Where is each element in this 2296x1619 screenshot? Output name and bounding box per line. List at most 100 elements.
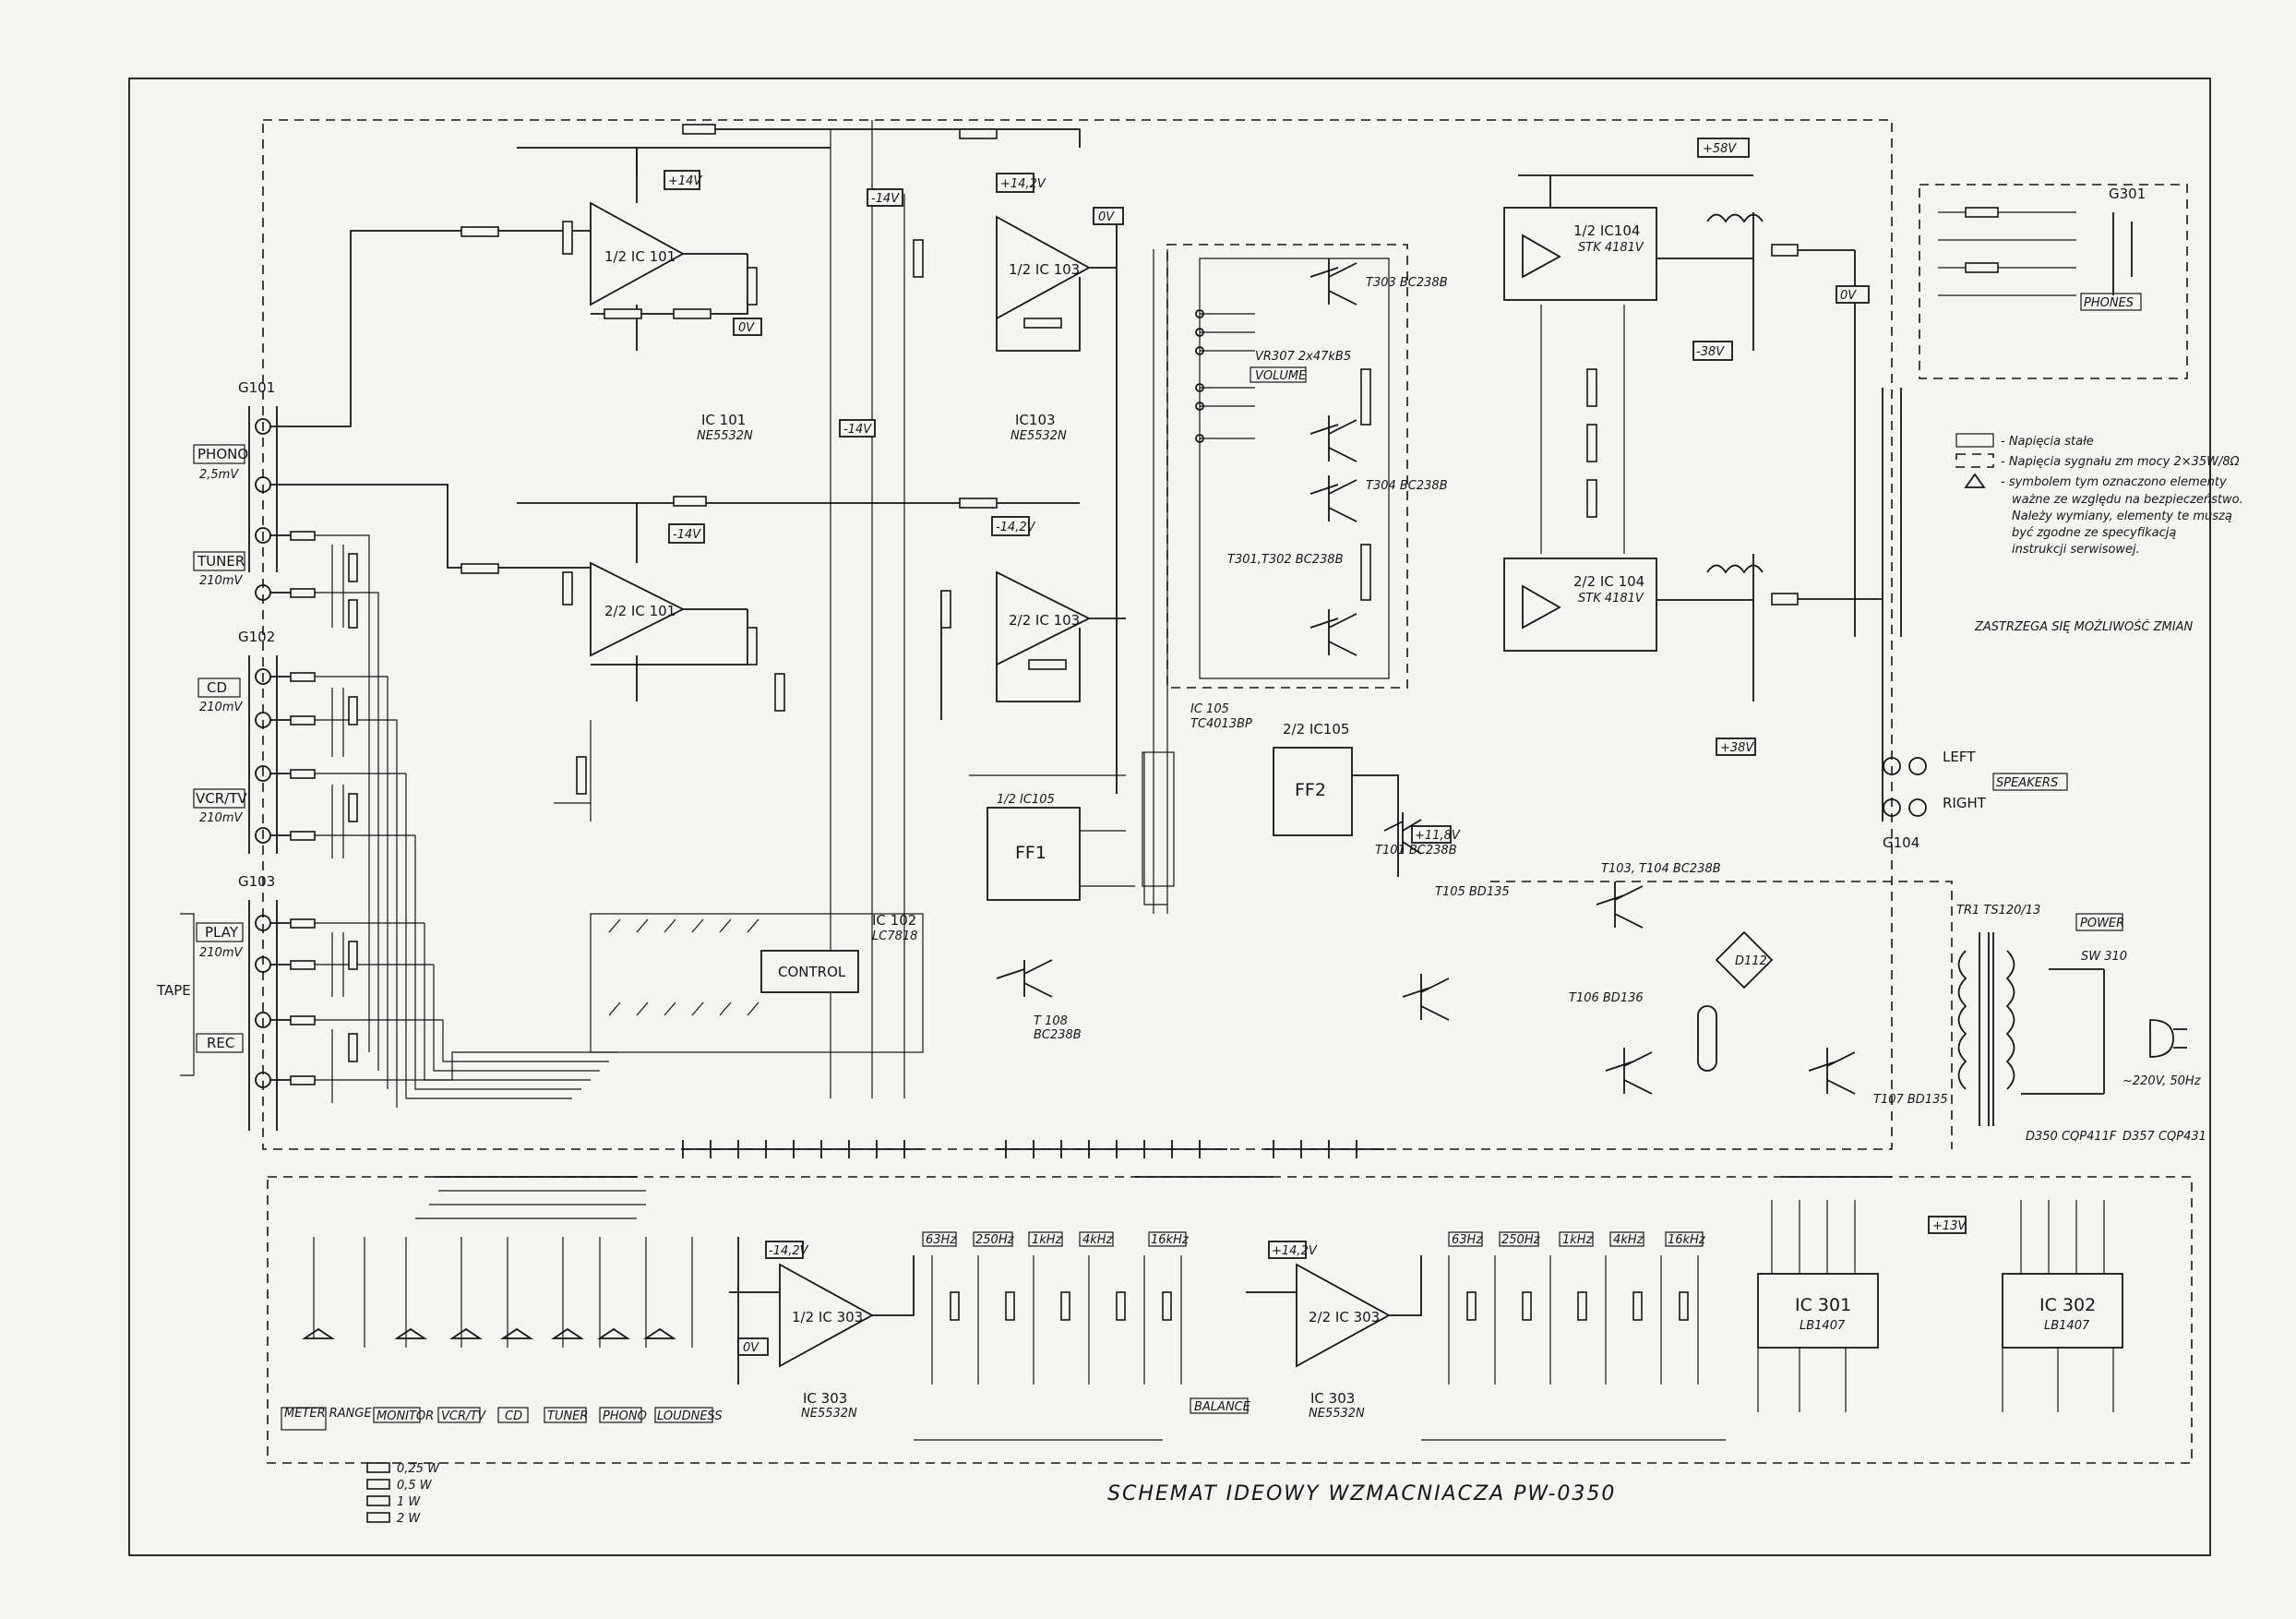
tuner-label: TUNER [197, 553, 245, 570]
svg-text:63Hz: 63Hz [1452, 1233, 1483, 1247]
input-jacks [248, 406, 278, 1131]
svg-text:IC 303: IC 303 [803, 1390, 847, 1407]
play-level: 210mV [199, 946, 243, 960]
svg-text:IC 105: IC 105 [1190, 702, 1229, 716]
svg-text:250Hz: 250Hz [975, 1233, 1015, 1247]
svg-text:T103, T104 BC238B: T103, T104 BC238B [1601, 862, 1721, 876]
svg-text:+58V: +58V [1703, 142, 1737, 156]
svg-text:TUNER: TUNER [547, 1409, 588, 1423]
svg-text:+14V: +14V [668, 174, 702, 188]
svg-text:1/2 IC 101: 1/2 IC 101 [604, 248, 676, 265]
svg-text:NE5532N: NE5532N [697, 429, 753, 443]
svg-text:+38V: +38V [1720, 741, 1754, 755]
svg-text:+13V: +13V [1932, 1219, 1967, 1233]
power-rating-legend: 0,25 W 0,5 W 1 W 2 W [366, 1462, 440, 1526]
svg-text:+14,2V: +14,2V [1000, 177, 1046, 191]
svg-text:2/2 IC105: 2/2 IC105 [1283, 721, 1349, 738]
svg-text:D112: D112 [1735, 954, 1767, 968]
svg-text:ważne ze względu na bezpieczeń: ważne ze względu na bezpieczeństwo. [2012, 493, 2243, 507]
svg-text:IC 303: IC 303 [1310, 1390, 1355, 1407]
bus-wires: -14V -14V [830, 120, 1175, 1098]
svg-text:1/2 IC 303: 1/2 IC 303 [792, 1309, 863, 1325]
ff1: FF1 1/2 IC105 T 108 BC238B [969, 774, 1135, 1042]
svg-text:T303 BC238B: T303 BC238B [1366, 276, 1448, 290]
ic303-b: 2/2 IC 303 +14,2V IC 303 NE5532N BALANCE [1190, 1241, 1422, 1421]
ic103-a: 1/2 IC 103 +14,2V 0V IC103 NE5532N [831, 128, 1124, 794]
phones-section: G301 PHONES [1938, 186, 2146, 311]
svg-text:- Napięcia stałe: - Napięcia stałe [2001, 435, 2094, 449]
svg-text:T106 BD136: T106 BD136 [1569, 991, 1644, 1005]
svg-text:16kHz: 16kHz [1151, 1233, 1190, 1247]
main-board-outline [262, 119, 1893, 1150]
power-supply: D112 TR1 TS120/13 POWER SW 310 ~220V, 50… [1715, 904, 2206, 1144]
eq-bands-left: 63Hz 250Hz 1kHz 4kHz 16kHz [914, 1231, 1190, 1441]
speaker-terminals: LEFT RIGHT SPEAKERS G104 [1882, 388, 2068, 851]
svg-text:FF1: FF1 [1015, 843, 1046, 863]
svg-text:NE5532N: NE5532N [1309, 1407, 1365, 1421]
svg-text:2/2 IC 303: 2/2 IC 303 [1309, 1309, 1380, 1325]
svg-text:4kHz: 4kHz [1613, 1233, 1644, 1247]
cd-level: 210mV [199, 701, 243, 714]
svg-text:FF2: FF2 [1295, 780, 1326, 800]
svg-text:1/2 IC 103: 1/2 IC 103 [1009, 261, 1080, 278]
svg-text:CD: CD [505, 1409, 522, 1423]
ic303-a: 1/2 IC 303 -14,2V 0V IC 303 NE5532N [729, 1237, 915, 1421]
eq-display-leds [302, 1176, 693, 1348]
tape-label: TAPE [156, 982, 191, 999]
svg-text:LC7818: LC7818 [872, 929, 917, 943]
svg-text:+14,2V: +14,2V [1272, 1244, 1318, 1258]
g103-label: G103 [238, 873, 275, 890]
eq-switch-labels: METER RANGE MONITOR VCR/TV CD TUNER PHON… [281, 1407, 723, 1431]
svg-text:0,5 W: 0,5 W [397, 1479, 433, 1493]
svg-text:POWER: POWER [2080, 917, 2124, 930]
ic104-b: 2/2 IC 104 STK 4181V +38V [1503, 305, 1883, 756]
phono-label: PHONO [197, 446, 248, 462]
svg-text:2 W: 2 W [397, 1512, 421, 1526]
svg-text:2/2 IC 101: 2/2 IC 101 [604, 603, 676, 619]
output-transistors: T103, T104 BC238B T105 BD135 T106 BD136 … [1402, 862, 1948, 1107]
svg-text:-14,2V: -14,2V [769, 1244, 809, 1258]
svg-text:G301: G301 [2109, 186, 2146, 202]
change-notice: ZASTRZEGA SIĘ MOŻLIWOŚĆ ZMIAN [1974, 619, 2194, 634]
ic301-ic302: IC 301 LB1407 IC 302 LB1407 +13V [1757, 1200, 2123, 1412]
drawing-frame [128, 78, 2211, 1556]
svg-text:D357 CQP431: D357 CQP431 [2123, 1130, 2206, 1144]
svg-text:T304 BC238B: T304 BC238B [1366, 479, 1448, 493]
svg-text:G104: G104 [1883, 834, 1919, 851]
control-block-label: CONTROL [778, 964, 846, 980]
vcr-label: VCR/TV [196, 790, 247, 807]
svg-text:IC 101: IC 101 [701, 412, 746, 428]
ic101-a: 1/2 IC 101 +14V 0V IC 101 NE5532N [460, 124, 831, 443]
ff2: IC 105 TC4013BP 2/2 IC105 FF2 T101 BC238… [1190, 702, 1461, 877]
svg-text:być zgodne ze specyfikacją: być zgodne ze specyfikacją [2012, 526, 2176, 540]
volume-section: VR307 2x47kB5 VOLUME T303 BC238B T304 BC… [1195, 258, 1448, 656]
svg-text:RIGHT: RIGHT [1943, 795, 1987, 811]
svg-text:SPEAKERS: SPEAKERS [1996, 776, 2058, 790]
g101-label: G101 [238, 379, 275, 396]
svg-text:BC238B: BC238B [1034, 1028, 1082, 1042]
svg-text:~220V, 50Hz: ~220V, 50Hz [2123, 1074, 2202, 1088]
input-labels: G101 G102 G103 PHONO 2,5mV TUNER 210mV C… [156, 379, 275, 1076]
svg-text:16kHz: 16kHz [1668, 1233, 1706, 1247]
svg-text:instrukcji serwisowej.: instrukcji serwisowej. [2012, 543, 2140, 557]
svg-text:2/2 IC 103: 2/2 IC 103 [1009, 612, 1080, 629]
power-section-outline [1490, 881, 1953, 1149]
svg-text:63Hz: 63Hz [926, 1233, 957, 1247]
svg-text:MONITOR: MONITOR [377, 1409, 434, 1423]
svg-text:-38V: -38V [1696, 345, 1725, 359]
svg-text:Należy wymiany, elementy te mu: Należy wymiany, elementy te muszą [2012, 510, 2232, 523]
svg-text:IC 102: IC 102 [872, 912, 916, 929]
svg-text:0V: 0V [738, 321, 755, 335]
svg-text:NE5532N: NE5532N [801, 1407, 857, 1421]
svg-text:1/2 IC105: 1/2 IC105 [997, 793, 1055, 807]
svg-text:- symbolem tym oznaczono eleme: - symbolem tym oznaczono elementy [2001, 475, 2227, 489]
svg-text:T107 BD135: T107 BD135 [1873, 1093, 1948, 1107]
ic104-a: 1/2 IC104 STK 4181V +58V -38V 0V [1503, 138, 1870, 637]
phono-level: 2,5mV [199, 468, 239, 482]
phones-board-outline [1919, 184, 2188, 379]
svg-text:STK 4181V: STK 4181V [1578, 241, 1644, 255]
vcr-level: 210mV [199, 811, 243, 825]
input-wiring [270, 230, 618, 1108]
svg-text:0,25 W: 0,25 W [397, 1462, 440, 1476]
